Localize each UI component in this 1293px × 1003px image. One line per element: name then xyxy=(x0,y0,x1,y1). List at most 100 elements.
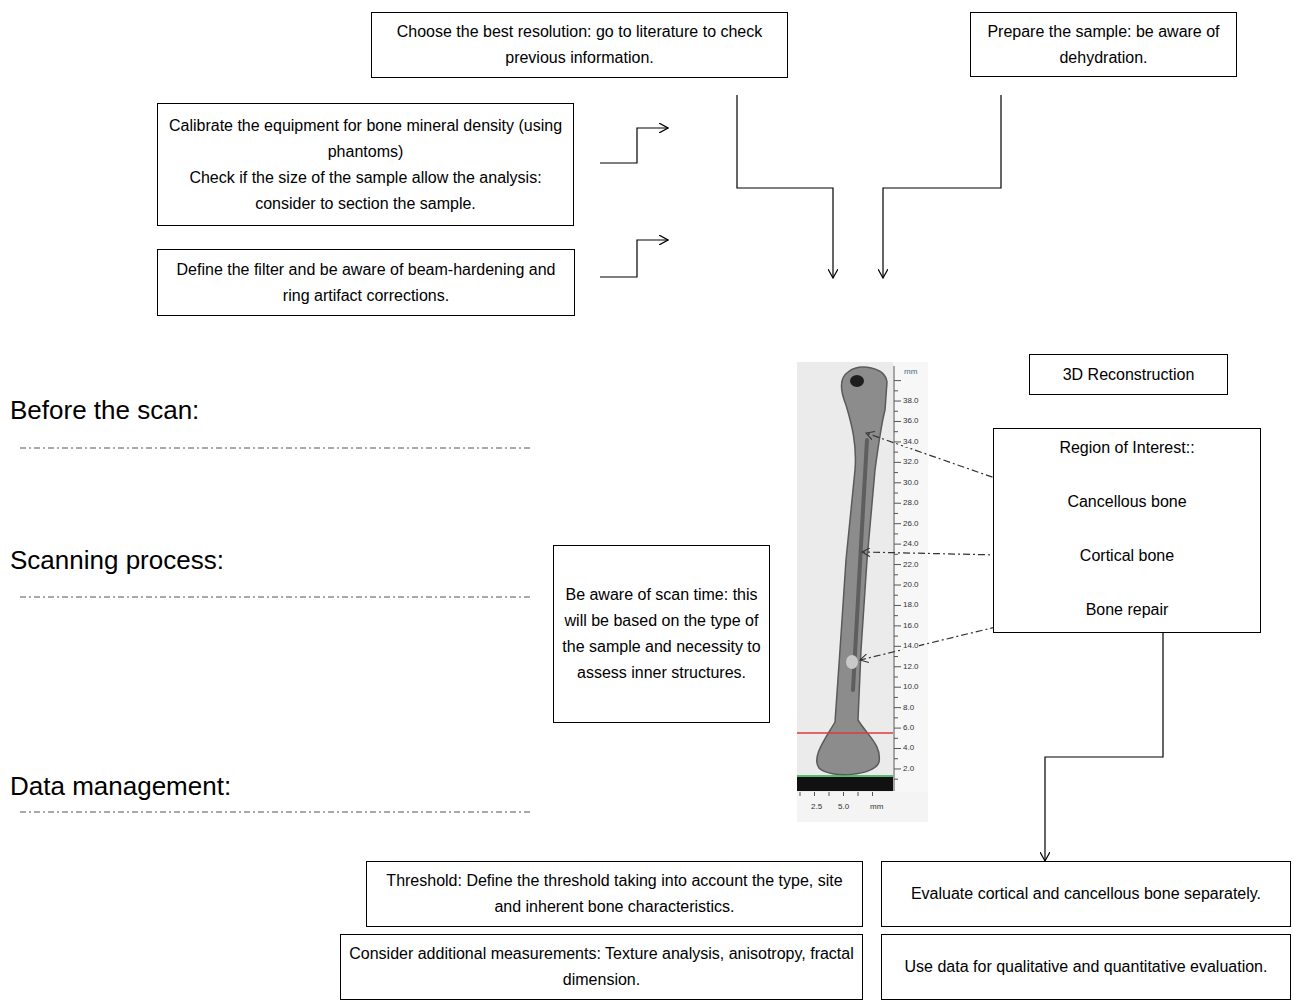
scale-number: 32.0 xyxy=(903,457,919,467)
scale-number: 28.0 xyxy=(903,498,919,508)
flow-arrow xyxy=(1045,633,1163,861)
box-text: Be aware of scan time: this will be base… xyxy=(562,582,761,686)
ruler-tick xyxy=(894,544,901,545)
ruler-tick xyxy=(894,380,901,381)
region-box: Region of Interest::Cancellous boneCorti… xyxy=(993,428,1261,633)
ruler-tick xyxy=(894,625,901,626)
slice-line xyxy=(797,732,893,734)
ruler-tick xyxy=(894,441,901,442)
ruler-tick xyxy=(894,533,898,534)
section-heading: Data management: xyxy=(10,771,231,801)
ruler-tick xyxy=(894,462,901,463)
scale-tick xyxy=(872,792,873,796)
ruler-tick xyxy=(894,452,898,453)
scale-tick xyxy=(800,792,801,796)
step-box: Prepare the sample: be aware of dehydrat… xyxy=(970,12,1237,77)
scale-number: 10.0 xyxy=(903,682,919,692)
ruler-tick xyxy=(894,636,898,637)
scale-number: 36.0 xyxy=(903,416,919,426)
image-ground xyxy=(797,362,893,822)
scale-tick xyxy=(829,792,830,796)
section-rule xyxy=(20,812,530,813)
box-text: Consider additional measurements: Textur… xyxy=(349,941,854,993)
scale-bar xyxy=(797,777,893,791)
box-text: Bone repair xyxy=(1086,597,1169,623)
ruler-ground xyxy=(893,362,928,792)
scale-number: 22.0 xyxy=(903,560,919,570)
step-box: Consider additional measurements: Textur… xyxy=(340,934,863,1000)
section-heading: Before the scan: xyxy=(10,395,199,425)
ruler-ticks xyxy=(894,381,901,780)
scale-number: 6.0 xyxy=(903,723,914,733)
section-rule xyxy=(20,597,530,598)
scale-unit: mm xyxy=(904,367,917,377)
scale-number: 8.0 xyxy=(903,703,914,713)
medullary-canal xyxy=(853,440,867,690)
scale-number: 4.0 xyxy=(903,743,914,753)
box-text: Cancellous bone xyxy=(1067,489,1186,515)
scale-number: 5.0 xyxy=(838,802,849,812)
scale-number: 2.5 xyxy=(811,802,822,812)
scale-number: 38.0 xyxy=(903,396,919,406)
ruler-tick xyxy=(894,564,901,565)
flow-arrow xyxy=(600,128,668,163)
scale-number: 16.0 xyxy=(903,621,919,631)
ruler-tick xyxy=(894,738,898,739)
scale-line xyxy=(797,775,893,777)
ruler-tick xyxy=(894,401,901,402)
step-box: Threshold: Define the threshold taking i… xyxy=(366,861,863,927)
ruler-tick xyxy=(894,523,901,524)
scale-tick xyxy=(858,792,859,796)
scale-number: 20.0 xyxy=(903,580,919,590)
box-text: Check if the size of the sample allow th… xyxy=(166,165,565,217)
scale-tick xyxy=(814,792,815,796)
ruler-tick xyxy=(894,707,901,708)
microct-image xyxy=(797,362,928,822)
scale-number: 2.0 xyxy=(903,764,914,774)
ruler-tick xyxy=(894,493,898,494)
ruler-tick xyxy=(894,431,898,432)
ruler-tick xyxy=(894,574,898,575)
flow-arrow xyxy=(737,95,833,278)
box-text: Cortical bone xyxy=(1080,543,1174,569)
scale-number: 18.0 xyxy=(903,600,919,610)
ruler-tick xyxy=(894,390,898,391)
scale-number: 24.0 xyxy=(903,539,919,549)
bone-head-spot xyxy=(850,375,864,387)
ruler-tick xyxy=(894,513,898,514)
ruler-tick xyxy=(894,646,901,647)
box-text: 3D Reconstruction xyxy=(1063,362,1195,388)
ruler-tick xyxy=(894,421,901,422)
box-text: Evaluate cortical and cancellous bone se… xyxy=(911,881,1261,907)
ruler-tick xyxy=(894,554,898,555)
scale-unit: mm xyxy=(870,802,883,812)
flow-arrow xyxy=(883,95,1001,278)
step-box: Calibrate the equipment for bone mineral… xyxy=(157,103,574,226)
ruler-tick xyxy=(894,676,898,677)
ruler-tick xyxy=(894,482,901,483)
ruler-tick xyxy=(894,615,898,616)
ruler-tick xyxy=(894,472,898,473)
box-text: Threshold: Define the threshold taking i… xyxy=(375,868,854,920)
ruler-tick xyxy=(894,656,898,657)
scale-tick xyxy=(843,792,844,796)
scale-number: 34.0 xyxy=(903,437,919,447)
step-box: 3D Reconstruction xyxy=(1029,354,1228,395)
box-text: Prepare the sample: be aware of dehydrat… xyxy=(979,19,1228,71)
scale-ticks xyxy=(800,792,873,796)
box-text: Region of Interest:: xyxy=(1059,435,1194,461)
ruler-ground xyxy=(797,792,928,822)
bone-shape xyxy=(817,367,887,774)
box-text: Choose the best resolution: go to litera… xyxy=(380,19,779,71)
ruler-tick xyxy=(894,697,898,698)
step-box: Define the filter and be aware of beam-h… xyxy=(157,249,575,316)
scale-number: 12.0 xyxy=(903,662,919,672)
step-box: Use data for qualitative and quantitativ… xyxy=(881,934,1291,1000)
ruler-tick xyxy=(894,717,898,718)
repair-site xyxy=(846,655,858,669)
ruler-tick xyxy=(894,585,901,586)
ruler-tick xyxy=(894,595,898,596)
ruler-tick xyxy=(894,728,901,729)
ruler-tick xyxy=(894,503,901,504)
